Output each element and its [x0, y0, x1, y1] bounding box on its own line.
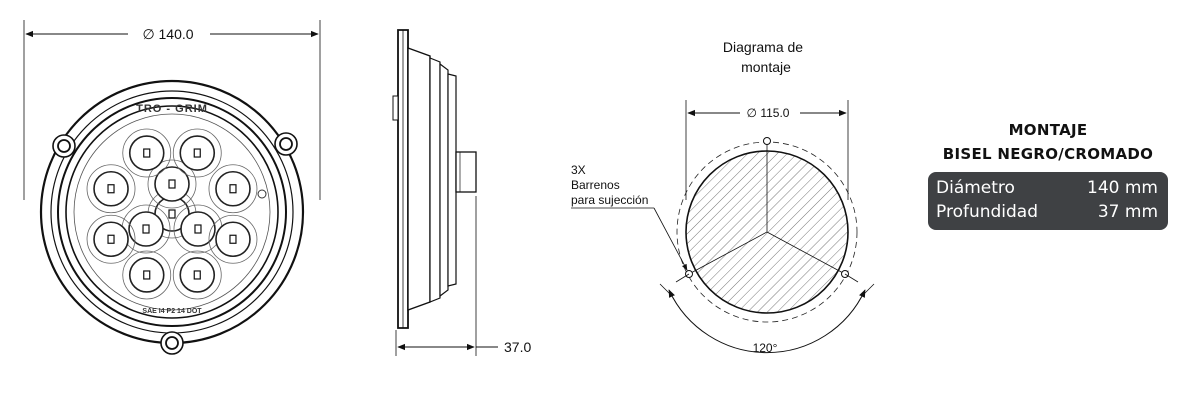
spec-title-line1: MONTAJE: [1008, 121, 1088, 139]
lens-dot: [257, 189, 267, 199]
led: [122, 250, 172, 300]
led: [208, 164, 258, 214]
angle-arc: [668, 289, 866, 354]
spec-table: Diámetro 140 mm Profundidad 37 mm: [928, 172, 1168, 230]
mounting-diameter-label: ∅ 115.0: [747, 106, 790, 120]
front-screw-right: [274, 132, 298, 156]
spec-value: 37 mm: [1097, 202, 1158, 222]
mounting-diagram: Diagrama de montaje ∅ 115.0 3X Barrenos …: [571, 39, 875, 355]
led: [208, 214, 258, 264]
led: [121, 204, 171, 254]
spec-row-depth: Profundidad 37 mm: [936, 200, 1158, 224]
mounting-title-line1: Diagrama de: [723, 39, 803, 55]
spec-label: Profundidad: [936, 202, 1039, 222]
lens-brand-text: TRO - GRIM: [136, 103, 208, 115]
lens-edge: [65, 105, 279, 319]
led: [172, 128, 222, 178]
front-screw-bottom: [160, 331, 184, 355]
holes-label-line3: para sujección: [571, 193, 648, 207]
spec-panel: MONTAJE BISEL NEGRO/CROMADO Diámetro 140…: [928, 118, 1168, 230]
spec-value: 140 mm: [1087, 178, 1158, 198]
front-screw-left: [52, 134, 76, 158]
holes-label-line1: 3X: [571, 163, 586, 177]
lens-inner: [73, 113, 271, 311]
led: [172, 250, 222, 300]
mounting-title-line2: montaje: [741, 59, 791, 75]
angle-label: 120°: [753, 341, 778, 355]
spec-row-diameter: Diámetro 140 mm: [936, 176, 1158, 200]
lens-bottom-text: SAE I4 P2 14 DOT: [142, 308, 202, 315]
led: [122, 128, 172, 178]
led-array: [86, 128, 258, 300]
side-view: 37.0: [392, 29, 531, 356]
spec-title-line2: BISEL NEGRO/CROMADO: [942, 145, 1154, 163]
led: [173, 204, 223, 254]
holes-label-line2: Barrenos: [571, 178, 620, 192]
front-diameter-label: ∅ 140.0: [142, 26, 193, 42]
mount-hole-top: [763, 137, 771, 145]
spec-label: Diámetro: [936, 178, 1015, 198]
side-depth-label: 37.0: [504, 339, 531, 355]
led: [86, 164, 136, 214]
led: [86, 214, 136, 264]
front-view: ∅ 140.0 TRO - GRIM SAE I4 P2 14 DOT: [23, 20, 321, 355]
led: [147, 159, 197, 209]
bezel-inner: [57, 97, 287, 327]
